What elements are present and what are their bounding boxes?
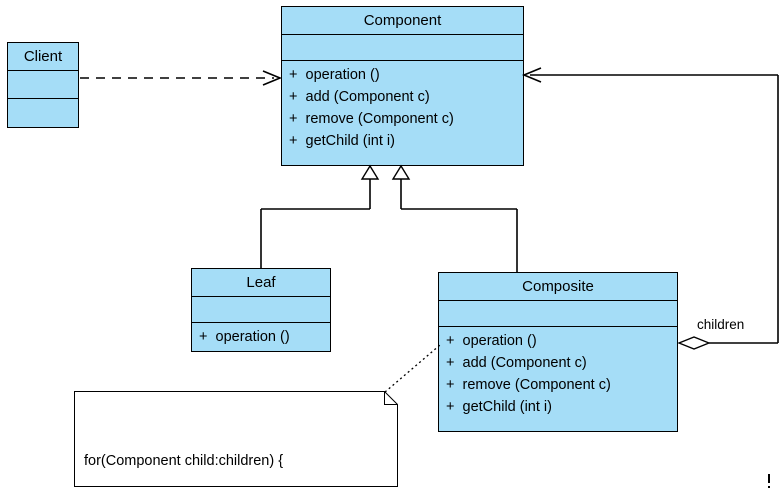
operation-item: + add (Component c) — [446, 355, 587, 372]
class-attributes-composite — [439, 301, 677, 327]
operation-item: + remove (Component c) — [446, 377, 611, 394]
edge-leaf-generalization — [260, 164, 380, 268]
operation-item: + operation () — [289, 67, 380, 83]
edge-note-anchor — [384, 344, 441, 393]
class-box-composite[interactable]: Composite + operation () + add (Componen… — [438, 272, 678, 432]
operation-item: + getChild (int i) — [289, 133, 395, 150]
class-operations-composite: + operation () + add (Component c) + rem… — [439, 327, 677, 431]
page-corner-artifact — [768, 474, 770, 483]
class-box-component[interactable]: Component + operation () + add (Componen… — [281, 6, 524, 166]
operation-item: + remove (Component c) — [289, 111, 454, 128]
operation-item: + operation () — [199, 328, 290, 345]
page-corner-artifact-dot — [768, 486, 770, 488]
class-box-client[interactable]: Client — [7, 42, 79, 128]
edge-client-dependency — [80, 70, 283, 86]
note-shape — [74, 391, 398, 487]
class-operations-client — [8, 99, 78, 127]
operation-item: + add (Component c) — [289, 89, 430, 106]
note-box-code[interactable]: for(Component child:children) { child.op… — [74, 391, 398, 487]
class-attributes-client — [8, 71, 78, 99]
class-title-leaf: Leaf — [192, 269, 330, 297]
edge-composite-generalization — [391, 164, 518, 272]
class-attributes-component — [282, 35, 523, 61]
class-title-component: Component — [282, 7, 523, 35]
operation-item: + operation () — [446, 333, 537, 349]
class-attributes-leaf — [192, 297, 330, 323]
class-title-client: Client — [8, 43, 78, 71]
class-operations-leaf: + operation () — [192, 323, 330, 351]
note-line: for(Component child:children) { — [84, 452, 284, 469]
operation-item: + getChild (int i) — [446, 399, 552, 416]
note-code-text: for(Component child:children) { child.op… — [84, 403, 283, 499]
class-title-composite: Composite — [439, 273, 677, 301]
class-operations-component: + operation () + add (Component c) + rem… — [282, 61, 523, 165]
association-role-label-children: children — [697, 317, 745, 332]
class-box-leaf[interactable]: Leaf + operation () — [191, 268, 331, 352]
